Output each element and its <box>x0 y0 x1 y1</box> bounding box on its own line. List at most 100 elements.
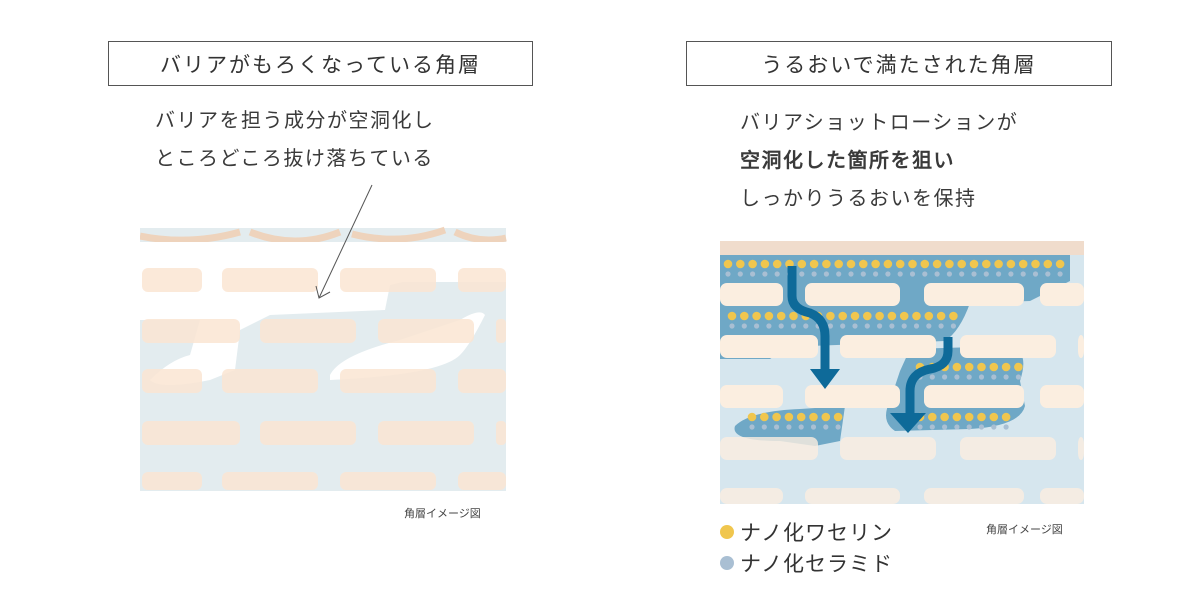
nano-ceramide-dot <box>978 374 985 380</box>
nano-ceramide-dot <box>790 323 797 329</box>
nano-vaseline-dot <box>1014 362 1023 372</box>
nano-vaseline-dot <box>752 311 761 321</box>
brick <box>720 335 818 358</box>
brick <box>960 335 1056 358</box>
nano-vaseline-dot <box>826 311 835 321</box>
left-description-line: バリアを担う成分が空洞化し <box>155 108 435 132</box>
nano-vaseline-dot <box>964 362 974 372</box>
nano-vaseline-dot <box>863 311 872 321</box>
nano-ceramide-dot <box>1057 271 1063 277</box>
nano-ceramide-dot <box>926 323 932 329</box>
nano-ceramide-dot <box>803 323 809 329</box>
nano-ceramide-dot <box>864 323 870 329</box>
nano-ceramide-dot <box>1015 374 1021 380</box>
nano-vaseline-dot <box>924 311 934 321</box>
nano-ceramide-dot <box>922 271 928 277</box>
brick <box>840 437 936 460</box>
nano-ceramide-dot <box>966 424 972 430</box>
nano-ceramide-dot <box>934 271 940 277</box>
nano-vaseline-dot <box>871 259 880 269</box>
nano-vaseline-dot <box>940 412 949 422</box>
nano-ceramide-dot <box>946 271 952 277</box>
nano-ceramide-dot <box>929 424 935 430</box>
nano-vaseline-dot <box>850 311 860 321</box>
brick <box>924 283 1024 306</box>
right-title-box: うるおいで満たされた角層 <box>686 41 1112 86</box>
nano-vaseline-dot <box>908 259 917 269</box>
right-description-line: バリアショットローションが <box>740 110 1019 134</box>
nano-vaseline-dot <box>883 259 893 269</box>
brick <box>1040 385 1084 408</box>
left-description-line: ところどころ抜け落ちている <box>155 146 434 170</box>
legend-label: ナノ化セラミド <box>740 552 893 576</box>
nano-vaseline-dot <box>928 412 937 422</box>
nano-ceramide-dot <box>729 323 735 329</box>
right-description-line: しっかりうるおいを保持 <box>740 186 977 210</box>
nano-vaseline-dot <box>969 259 979 269</box>
nano-ceramide-dot <box>954 374 960 380</box>
nano-ceramide-dot <box>966 374 972 380</box>
nano-ceramide-dot <box>929 374 935 380</box>
nano-ceramide-dot <box>959 271 965 277</box>
nano-ceramide-dot <box>996 271 1002 277</box>
nano-vaseline-dot <box>834 259 843 269</box>
nano-vaseline-dot <box>772 412 781 422</box>
nano-vaseline-dot <box>859 259 868 269</box>
nano-ceramide-dot <box>827 323 833 329</box>
nano-vaseline-dot <box>838 311 847 321</box>
nano-ceramide-dot <box>848 271 854 277</box>
brick <box>805 385 900 408</box>
arrow-1-head <box>810 369 840 389</box>
brick <box>720 437 818 460</box>
nano-vaseline-dot <box>1043 259 1053 269</box>
nano-vaseline-dot <box>821 412 831 422</box>
nano-ceramide-dot <box>913 323 920 329</box>
nano-vaseline-dot <box>952 362 962 372</box>
nano-vaseline-dot <box>740 311 749 321</box>
pointer-arrow <box>315 184 373 299</box>
arrow-2 <box>905 337 953 417</box>
nano-vaseline-dot <box>772 259 782 269</box>
nano-vaseline-dot <box>936 311 946 321</box>
nano-vaseline-dot <box>989 412 999 422</box>
nano-vaseline-dot <box>982 259 991 269</box>
nano-ceramide-dot <box>799 271 805 277</box>
nano-vaseline-dot <box>747 412 757 422</box>
nano-vaseline-dot <box>784 412 794 422</box>
nano-vaseline-dot <box>887 311 897 321</box>
nano-ceramide-dot <box>877 323 883 329</box>
nano-vaseline-dot <box>809 412 818 422</box>
nano-vaseline-dot <box>809 259 819 269</box>
nano-vaseline-dot <box>989 362 999 372</box>
right-caption: 角層イメージ図 <box>986 523 1063 536</box>
nano-ceramide-dot <box>766 323 772 329</box>
nano-vaseline-dot <box>846 259 856 269</box>
nano-ceramide-dot <box>810 424 817 430</box>
nano-vaseline-dot <box>1006 259 1016 269</box>
brick <box>720 385 783 408</box>
nano-ceramide-dot <box>954 424 960 430</box>
penetration-arrows <box>787 266 953 417</box>
nano-vaseline-dot <box>912 311 921 321</box>
nano-ceramide-dot <box>983 271 989 277</box>
nano-vaseline-dot <box>895 259 905 269</box>
nano-ceramide-dot <box>762 271 768 277</box>
nano-ceramide-dot <box>873 271 879 277</box>
nano-ceramide-dot <box>741 323 747 329</box>
nano-vaseline-dot <box>1031 259 1040 269</box>
nano-vaseline-dot <box>760 259 770 269</box>
nano-vaseline-dot <box>994 259 1003 269</box>
right-description: バリアショットローションが 空洞化した箇所を狙い しっかりうるおいを保持 <box>740 103 1018 217</box>
nano-vaseline-dot <box>949 311 958 321</box>
nano-ceramide-dot <box>942 424 948 430</box>
nano-ceramide-dot <box>950 323 956 329</box>
left-description: バリアを担う成分が空洞化し ところどころ抜け落ちている <box>155 101 435 177</box>
nano-ceramide-dot <box>889 323 895 329</box>
nano-vaseline-dot <box>796 412 806 422</box>
nano-vaseline-dot <box>932 259 942 269</box>
brick <box>805 283 900 306</box>
blue-dot-icon <box>720 556 734 570</box>
right-title: うるおいで満たされた角層 <box>761 52 1037 77</box>
nano-vaseline-dot <box>875 311 884 321</box>
nano-vaseline-dot <box>920 259 930 269</box>
